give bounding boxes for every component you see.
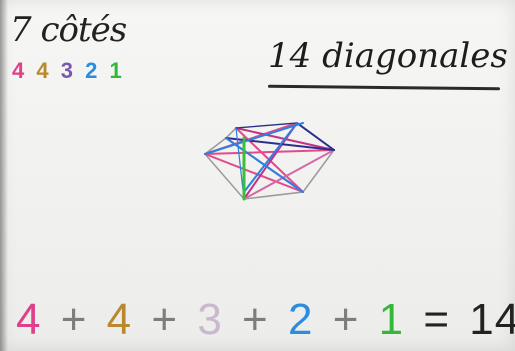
equation-result: 14 (469, 295, 515, 344)
equation-equals: = (423, 295, 451, 344)
count-5: 1 (109, 58, 122, 83)
equation-term-4: 2 (287, 295, 314, 344)
equation-plus-4: + (332, 295, 360, 344)
headline-text: 14 diagonales (268, 36, 508, 76)
diagonal-navy-3 (296, 122, 335, 151)
equation-plus-2: + (151, 295, 179, 344)
edge-shadow (0, 0, 8, 351)
diagonal-blue-1 (204, 122, 304, 155)
equation-plus-3: + (242, 295, 269, 344)
diagonal-navy-2 (235, 122, 298, 129)
diagonals (204, 122, 335, 201)
count-2: 4 (36, 58, 49, 83)
equation-term-2: 4 (106, 295, 133, 344)
diagonal-pink-3 (204, 153, 304, 193)
diagonal-blue-4 (243, 122, 298, 193)
equation-term-5: 1 (378, 295, 405, 344)
count-3: 3 (60, 58, 73, 83)
equation-term-1: 4 (16, 295, 42, 344)
diagonal-pink-2 (204, 149, 335, 155)
diagonal-magenta-3 (243, 149, 335, 200)
equation-term-3: 3 (197, 295, 223, 344)
title-text: 7 côtés (10, 10, 127, 50)
equation: 4 + 4 + 3 + 2 + 1 = 14 (16, 295, 515, 345)
count-1: 4 (12, 58, 25, 83)
equation-plus-1: + (60, 295, 88, 344)
count-4: 2 (85, 58, 98, 83)
diagonal-counts: 4 4 3 2 1 (12, 58, 128, 84)
